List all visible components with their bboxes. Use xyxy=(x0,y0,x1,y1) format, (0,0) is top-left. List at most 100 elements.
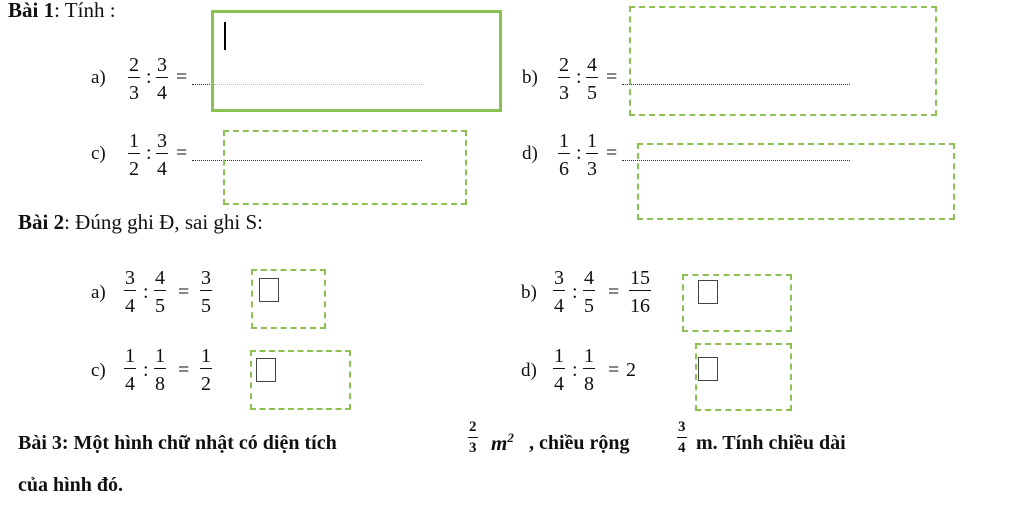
answer-line-1b xyxy=(622,84,850,85)
numerator: 3 xyxy=(124,267,136,291)
exercise-1b-label: b) xyxy=(522,67,538,88)
denominator: 4 xyxy=(157,82,167,104)
equals-sign: = xyxy=(178,281,190,303)
denominator: 4 xyxy=(554,295,564,317)
divide-sign: : xyxy=(143,281,149,303)
denominator: 4 xyxy=(125,295,135,317)
numerator: 1 xyxy=(586,130,598,154)
exercise-1c-label: c) xyxy=(91,143,106,164)
numerator: 3 xyxy=(156,54,168,78)
answer-box-1d[interactable] xyxy=(637,143,955,220)
denominator: 2 xyxy=(129,158,139,180)
exercise-3-line2: của hình đó. xyxy=(18,474,124,496)
exercise-2b-label: b) xyxy=(521,282,537,303)
exercise-1-instruction: : Tính : xyxy=(54,0,116,22)
divide-sign: : xyxy=(146,142,152,164)
denominator: 3 xyxy=(469,440,477,456)
numerator: 1 xyxy=(558,130,570,154)
unit-exponent: 2 xyxy=(507,430,514,445)
answer-box-1c[interactable] xyxy=(223,130,467,205)
equals-sign: = xyxy=(608,281,620,303)
numerator: 2 xyxy=(558,54,570,78)
checkbox-2a[interactable] xyxy=(259,278,279,302)
divide-sign: : xyxy=(576,142,582,164)
denominator: 8 xyxy=(584,373,594,395)
denominator: 4 xyxy=(554,373,564,395)
exercise-2-title: Bài 2 xyxy=(18,210,65,234)
answer-box-2b[interactable] xyxy=(682,274,792,332)
denominator: 5 xyxy=(201,295,211,317)
denominator: 4 xyxy=(678,440,686,456)
numerator: 4 xyxy=(586,54,598,78)
numerator: 1 xyxy=(200,345,212,369)
denominator: 4 xyxy=(125,373,135,395)
numerator: 15 xyxy=(629,267,651,291)
answer-box-2a[interactable] xyxy=(251,269,326,329)
answer-line-1d xyxy=(622,160,850,161)
numerator: 3 xyxy=(553,267,565,291)
answer-box-2d[interactable] xyxy=(695,343,792,411)
equals-sign: = xyxy=(608,359,620,381)
exercise-1a-label: a) xyxy=(91,67,106,88)
equals-sign: = xyxy=(176,66,188,88)
numerator: 3 xyxy=(156,130,168,154)
denominator: 5 xyxy=(155,295,165,317)
denominator: 3 xyxy=(587,158,597,180)
denominator: 6 xyxy=(559,158,569,180)
checkbox-2d[interactable] xyxy=(698,357,718,381)
equals-sign: = xyxy=(178,359,190,381)
exercise-2c-label: c) xyxy=(91,360,106,381)
denominator: 3 xyxy=(129,82,139,104)
denominator: 5 xyxy=(587,82,597,104)
text-cursor xyxy=(224,22,226,50)
numerator: 1 xyxy=(128,130,140,154)
numerator: 1 xyxy=(124,345,136,369)
numerator: 3 xyxy=(200,267,212,291)
exercise-1d-label: d) xyxy=(522,143,538,164)
exercise-1-heading: Bài 1: Tính : xyxy=(8,0,116,23)
divide-sign: : xyxy=(572,359,578,381)
answer-box-2c[interactable] xyxy=(250,350,351,410)
divide-sign: : xyxy=(576,66,582,88)
numerator: 3 xyxy=(677,420,687,438)
exercise-2-heading: Bài 2: Đúng ghi Đ, sai ghi S: xyxy=(18,210,263,235)
exercise-1-title: Bài 1 xyxy=(8,0,55,22)
numerator: 1 xyxy=(553,345,565,369)
denominator: 2 xyxy=(201,373,211,395)
equals-sign: = xyxy=(176,142,188,164)
denominator: 5 xyxy=(584,295,594,317)
exercise-2-instruction: : Đúng ghi Đ, sai ghi S: xyxy=(64,210,264,234)
answer-line-1a xyxy=(192,84,212,85)
divide-sign: : xyxy=(143,359,149,381)
numerator: 2 xyxy=(468,420,478,438)
equals-sign: = xyxy=(606,66,618,88)
exercise-3-width-text: , chiều rộng xyxy=(529,432,630,454)
checkbox-2b[interactable] xyxy=(698,280,718,304)
exercise-2d-label: d) xyxy=(521,360,537,381)
numerator: 2 xyxy=(128,54,140,78)
answer-line-1c xyxy=(192,160,422,161)
answer-line-1a-faded xyxy=(214,84,424,85)
equals-sign: = xyxy=(606,142,618,164)
result-2d: 2 xyxy=(626,359,636,381)
numerator: 1 xyxy=(583,345,595,369)
answer-box-1b[interactable] xyxy=(629,6,937,116)
checkbox-2c[interactable] xyxy=(256,358,276,382)
answer-box-1a-active[interactable] xyxy=(211,10,502,112)
